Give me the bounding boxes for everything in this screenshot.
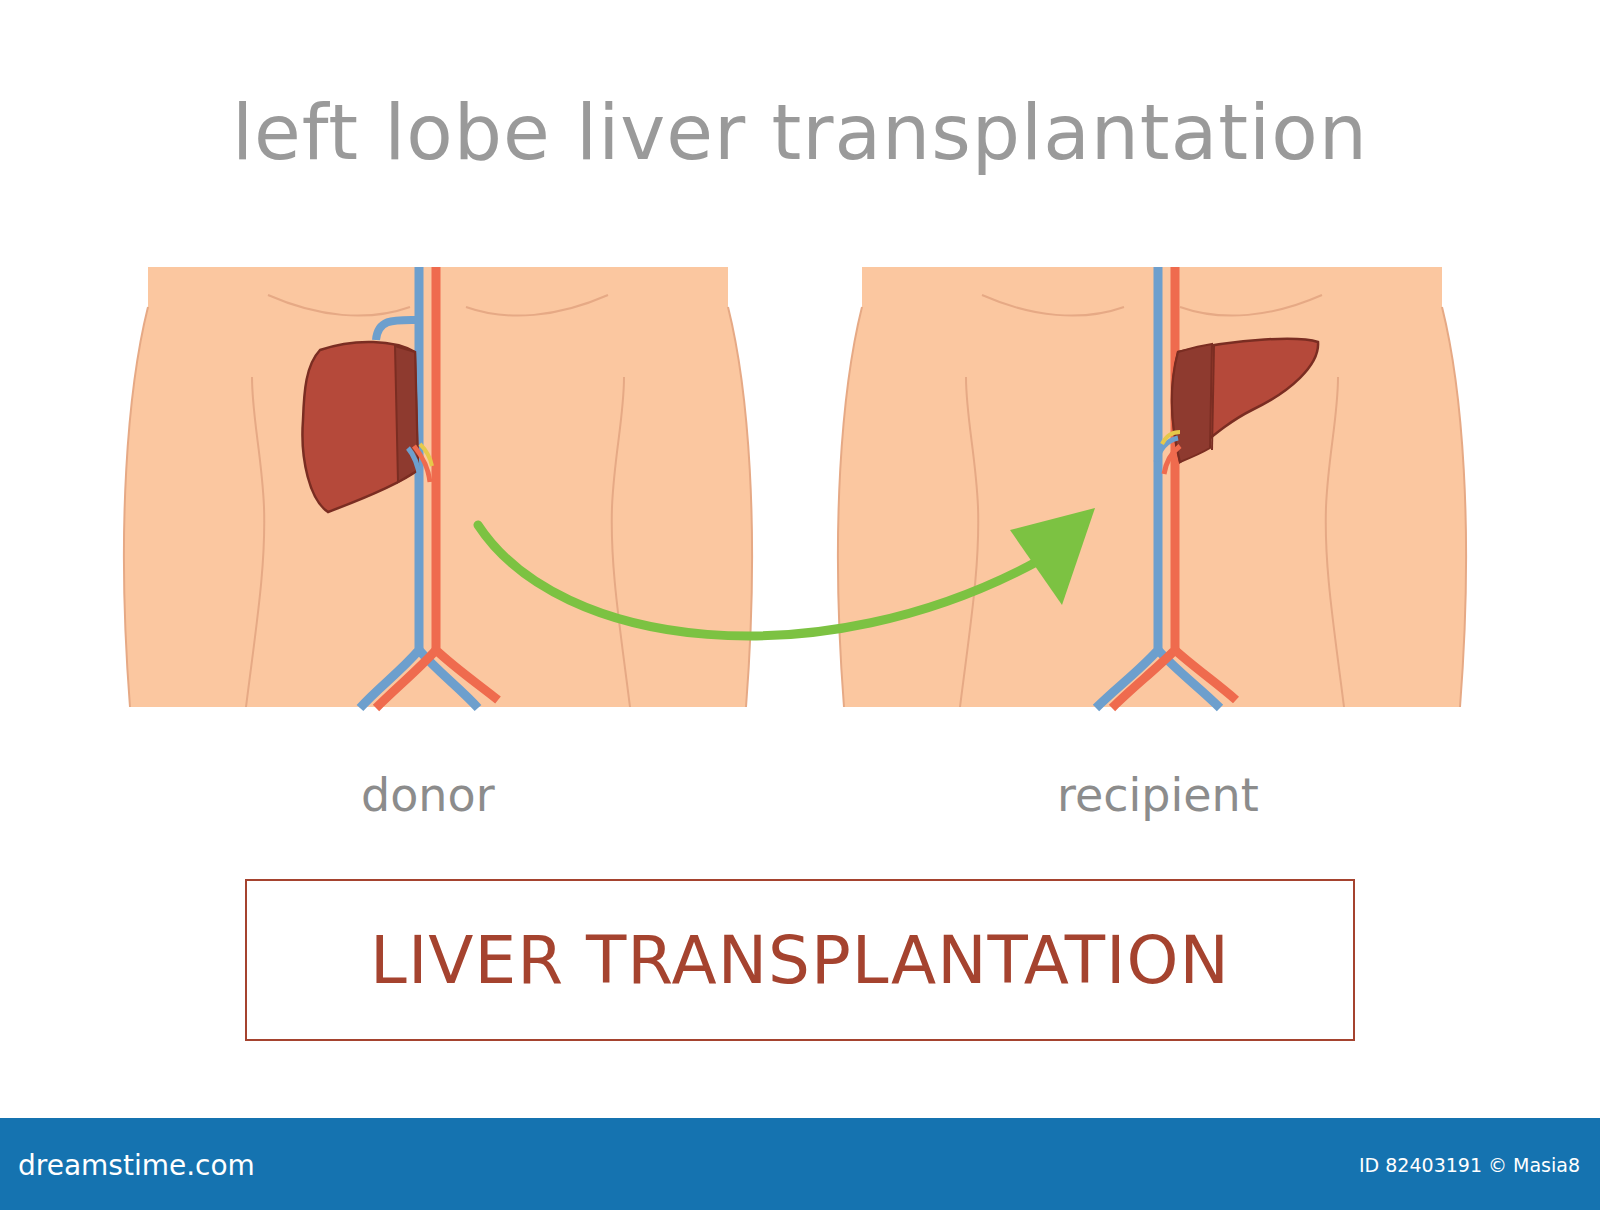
footer-bar (0, 1118, 1600, 1210)
recipient-liver (1156, 339, 1318, 474)
recipient-torso (838, 267, 1466, 707)
recipient-label: recipient (1057, 768, 1259, 822)
title: left lobe liver transplantation (232, 88, 1368, 177)
recipient-vessels (1096, 267, 1236, 708)
watermark-text: dreamstime.com (18, 1149, 255, 1182)
donor-liver (302, 342, 432, 512)
image-id: ID 82403191 © Masia8 (1359, 1154, 1580, 1176)
title-box: LIVER TRANSPLANTATION (245, 879, 1355, 1041)
transfer-arrow (478, 508, 1095, 636)
donor-torso (124, 267, 752, 707)
box-text: LIVER TRANSPLANTATION (370, 922, 1230, 999)
donor-label: donor (361, 768, 495, 822)
